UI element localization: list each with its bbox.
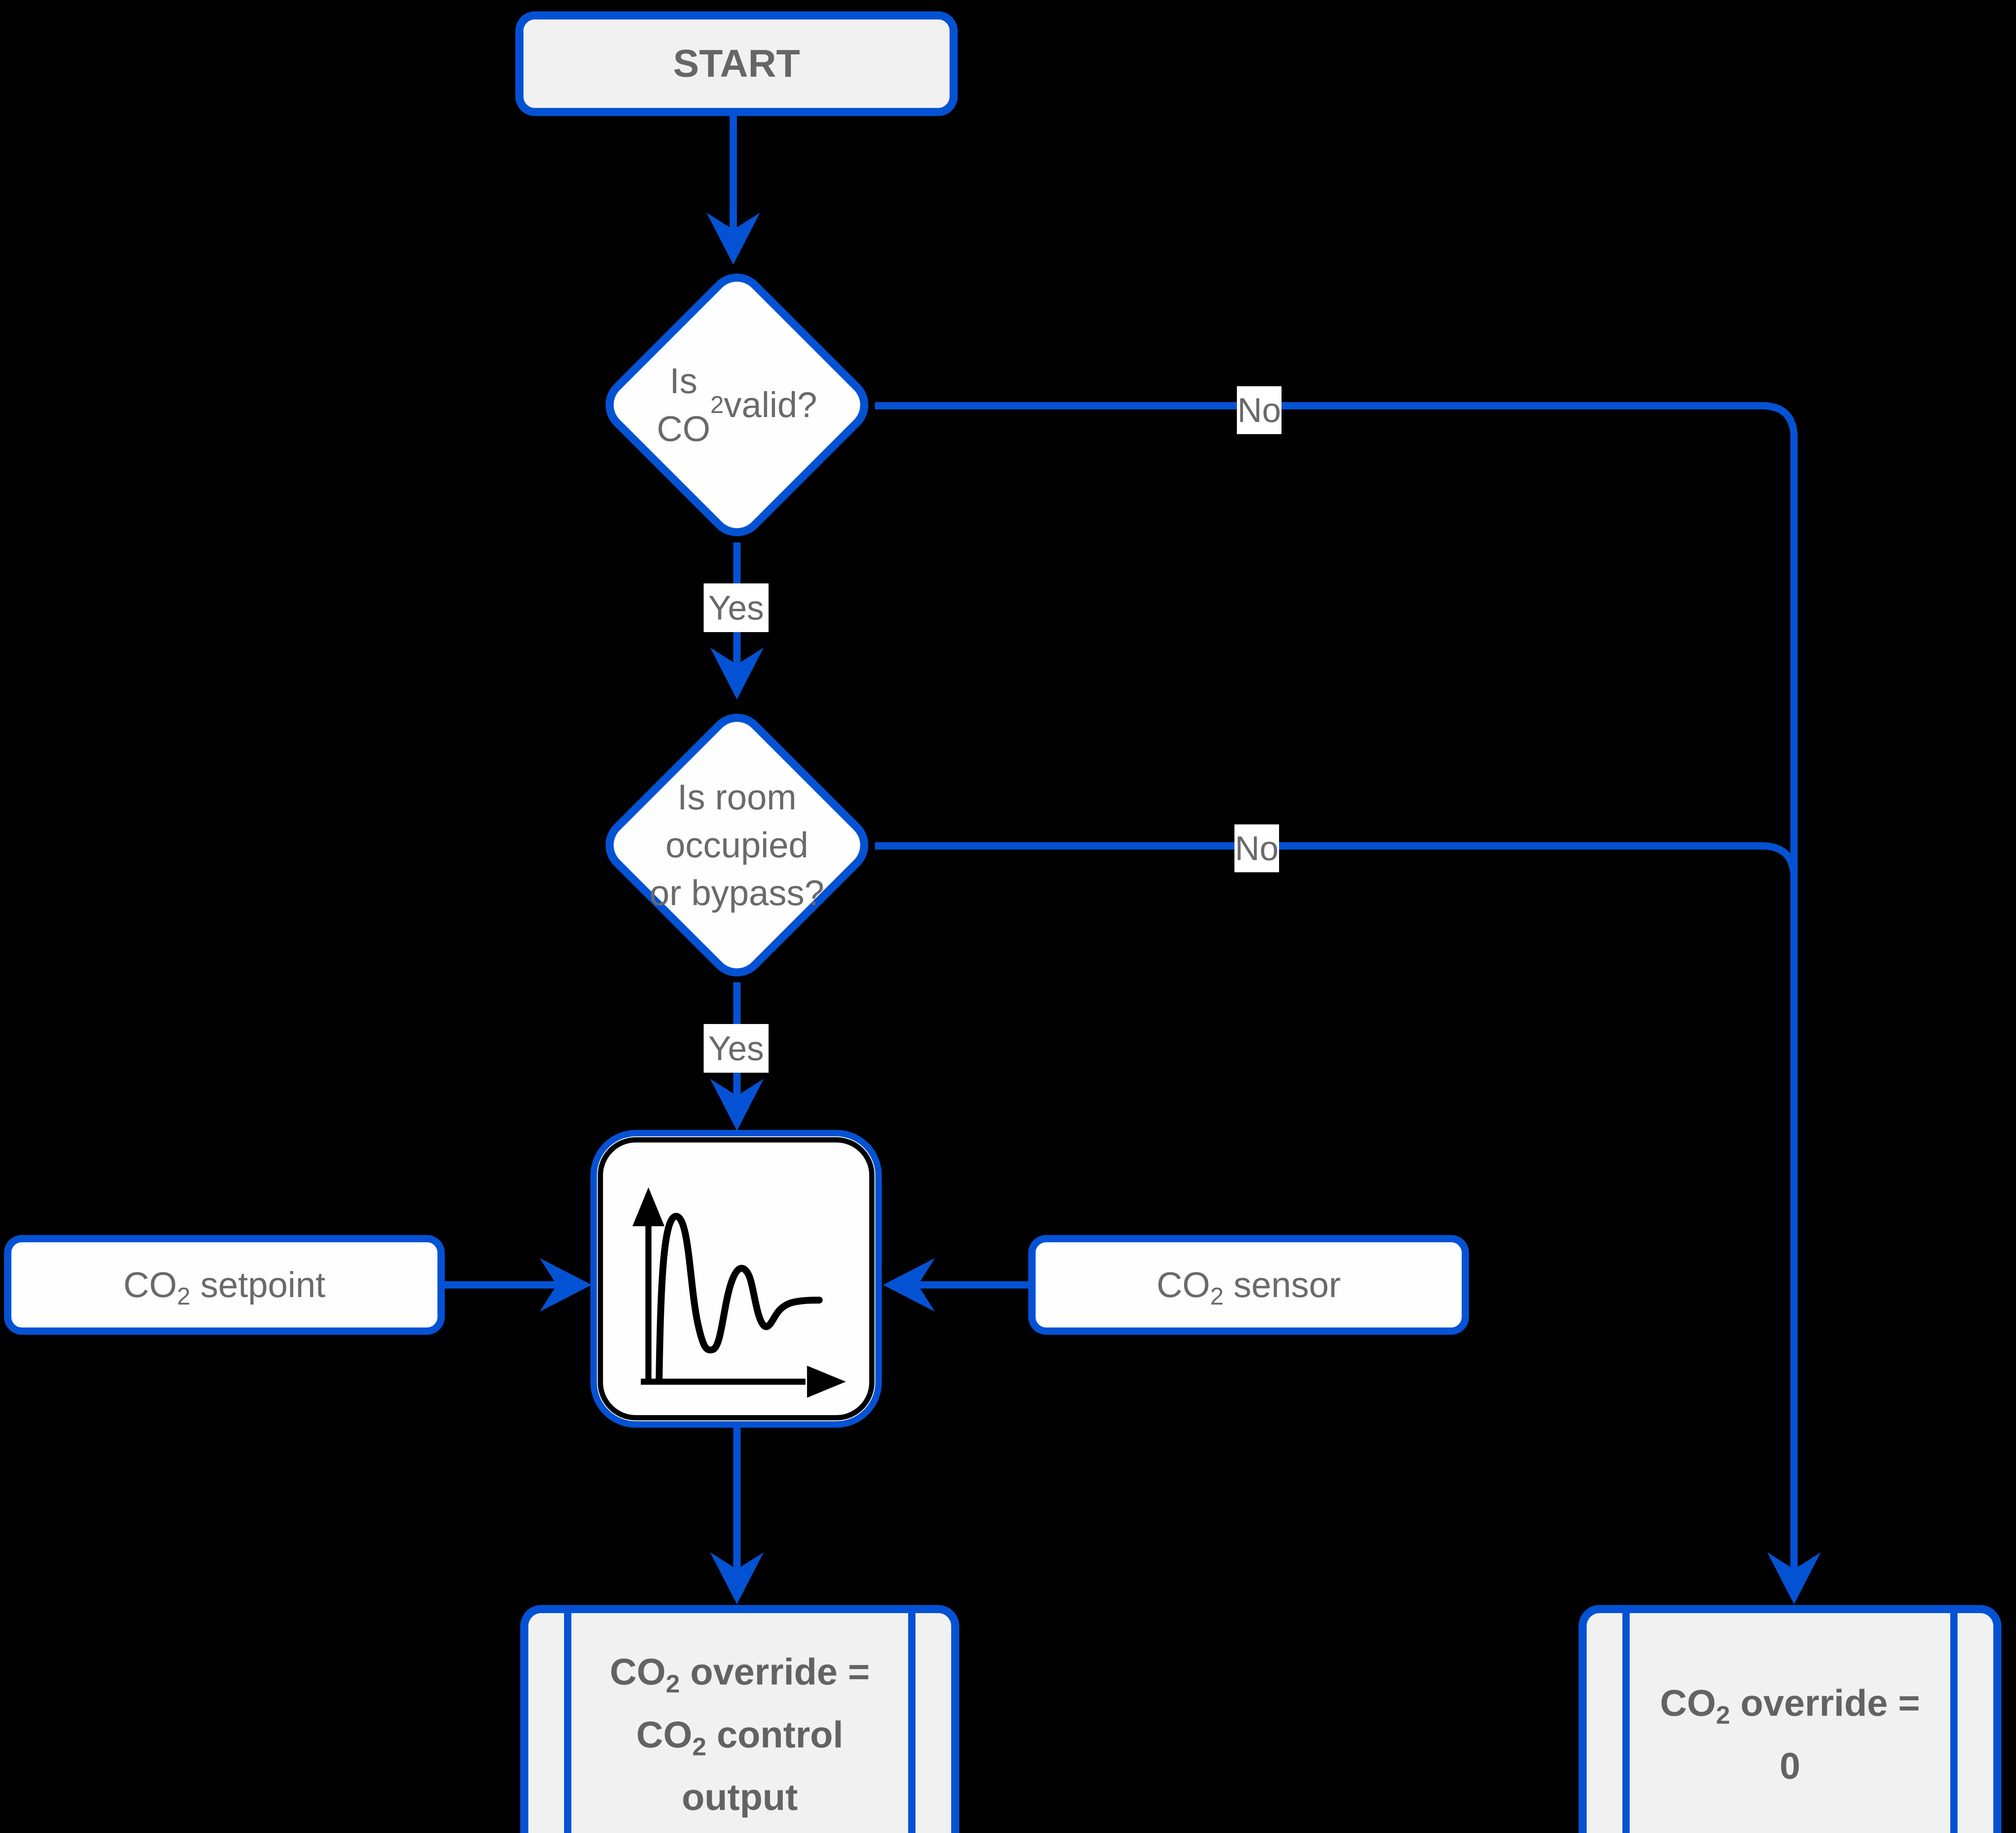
arrowhead-down-controller xyxy=(710,1079,764,1131)
arrowhead-left-controller xyxy=(883,1258,935,1312)
label-yes-1: Yes xyxy=(704,583,769,632)
co2-setpoint-node: CO2 setpoint xyxy=(4,1235,445,1335)
decision-room-occupied-node: Is room occupied or bypass? xyxy=(599,707,875,983)
output-co2-override-node: CO2 override = CO2 control output xyxy=(520,1605,959,1833)
subroutine-side-bar xyxy=(908,1613,915,1833)
output-co2-zero-node: CO2 override = 0 xyxy=(1579,1605,2001,1833)
start-label: START xyxy=(673,42,800,85)
output-co2-zero-label: CO2 override = 0 xyxy=(1660,1682,1920,1787)
subroutine-side-bar xyxy=(1950,1613,1958,1833)
arrowhead-down-output xyxy=(710,1552,764,1604)
edge-no2-decision2-join xyxy=(875,842,1798,879)
pid-controller-frame xyxy=(598,1137,874,1420)
diamond-shape-icon xyxy=(605,273,868,536)
arrowhead-down-decision2 xyxy=(710,648,764,699)
co2-sensor-node: CO2 sensor xyxy=(1028,1235,1469,1335)
decision-room-occupied-label: Is room occupied or bypass? xyxy=(649,777,825,913)
label-no-1: No xyxy=(1237,386,1282,434)
diamond-shape-icon xyxy=(605,714,868,977)
start-node: START xyxy=(515,11,958,116)
subroutine-side-bar xyxy=(1622,1613,1630,1833)
subroutine-side-bar xyxy=(564,1613,571,1833)
label-yes-2: Yes xyxy=(704,1024,769,1073)
pid-controller-node xyxy=(590,1130,882,1428)
arrowhead-down-decision1 xyxy=(706,213,760,265)
co2-sensor-label: CO2 sensor xyxy=(1157,1265,1341,1310)
arrowhead-down-zero xyxy=(1767,1552,1821,1604)
output-co2-override-label: CO2 override = CO2 control output xyxy=(610,1651,870,1818)
arrowhead-right-controller xyxy=(540,1258,592,1312)
label-no-2: No xyxy=(1234,824,1279,872)
co2-setpoint-label: CO2 setpoint xyxy=(123,1265,325,1310)
pid-response-graph-icon xyxy=(632,1187,846,1398)
edge-no1-decision1-to-zero xyxy=(875,402,1798,1571)
